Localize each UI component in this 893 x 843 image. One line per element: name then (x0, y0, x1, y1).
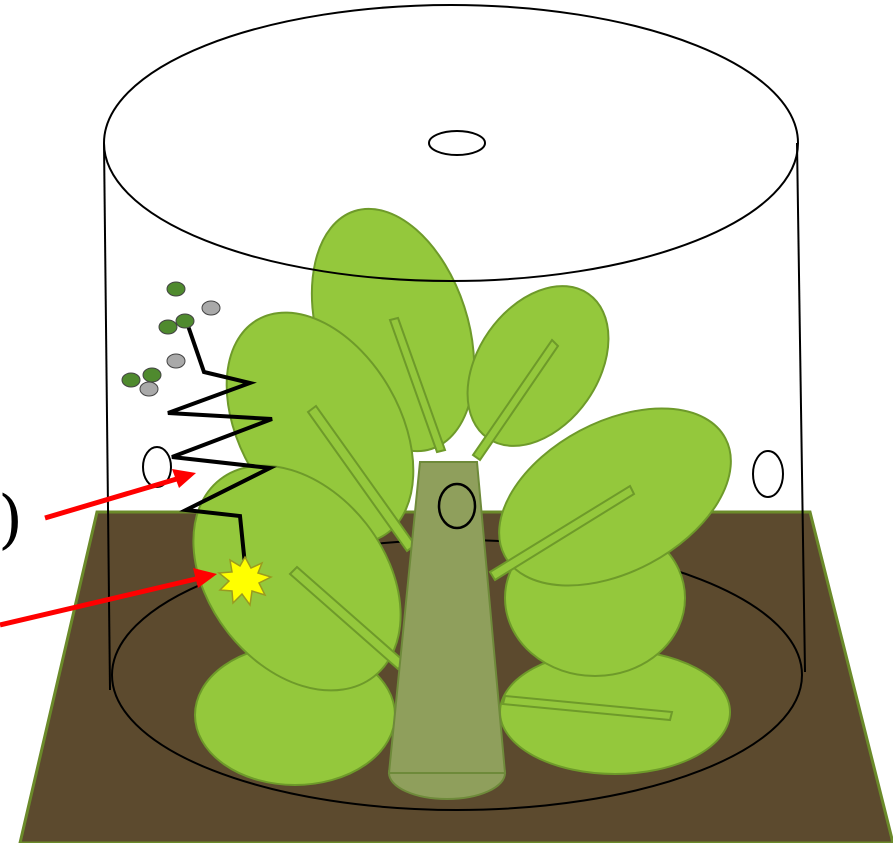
particle-green (122, 373, 140, 387)
particle-gray (167, 354, 185, 368)
side-port-right (753, 451, 783, 497)
particles (122, 282, 220, 396)
particle-green (167, 282, 185, 296)
particle-green (159, 320, 177, 334)
particle-green (176, 314, 194, 328)
label-fragment: ) (0, 488, 23, 552)
particle-green (143, 368, 161, 382)
chamber-lid (104, 5, 798, 281)
particle-gray (202, 301, 220, 315)
lid-port (429, 131, 485, 155)
particle-gray (140, 382, 158, 396)
plant (151, 188, 761, 799)
